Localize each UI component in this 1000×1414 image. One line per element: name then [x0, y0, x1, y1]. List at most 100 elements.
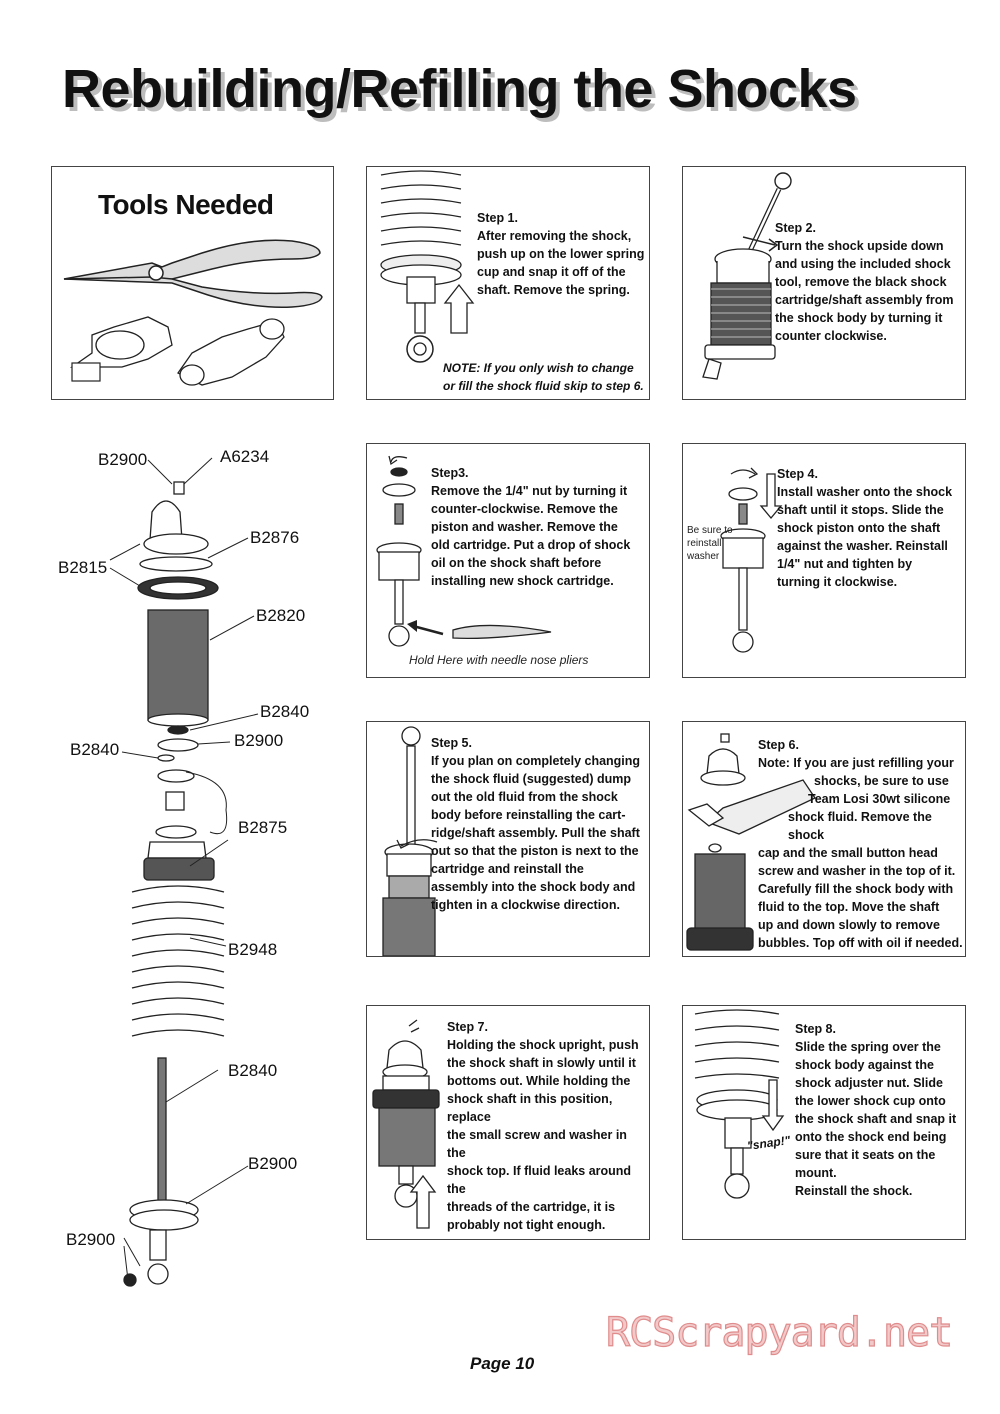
- step-1-panel: Step 1. After removing the shock, push u…: [366, 166, 650, 400]
- step-line: and using the included shock: [775, 257, 951, 271]
- step-5-panel: Step 5. If you plan on completely changi…: [366, 721, 650, 957]
- step-5-heading: Step 5.: [431, 736, 472, 750]
- step-line: cartridge and reinstall the: [431, 862, 584, 876]
- needle-nose-pliers-illustration: [63, 239, 323, 386]
- step-line: shock piston onto the shaft: [777, 521, 941, 535]
- step-line: ridge/shaft assembly. Pull the shaft: [431, 826, 640, 840]
- step-line: against the washer. Reinstall: [777, 539, 948, 553]
- step-line: turning it clockwise.: [777, 575, 898, 589]
- step-line: If you plan on completely changing: [431, 754, 641, 768]
- step-line: shaft until it stops. Slide the: [777, 503, 944, 517]
- step-8-text: Step 8. Slide the spring over the shock …: [795, 1020, 956, 1200]
- step-4-heading: Step 4.: [777, 467, 818, 481]
- step-line: shock top. If fluid leaks around the: [447, 1164, 632, 1196]
- step-line: the shock shaft and snap it: [795, 1112, 957, 1126]
- note-line: or fill the shock fluid skip to step 6.: [443, 379, 644, 393]
- step-line: the small screw and washer in the: [447, 1128, 627, 1160]
- part-label: B2840: [70, 740, 120, 759]
- step-line: probably not tight enough.: [447, 1218, 606, 1232]
- step-8-illustration: [694, 1009, 785, 1199]
- step-line: sure that it seats on the: [795, 1148, 936, 1162]
- side-note-line: Be sure to: [687, 525, 733, 536]
- step-3-panel: Step3. Remove the 1/4" nut by turning it…: [366, 443, 650, 678]
- step-line: Note: If you are just refilling your: [758, 756, 954, 770]
- step-line: the shock body by turning it: [775, 311, 943, 325]
- step-4-text: Step 4. Install washer onto the shock sh…: [777, 465, 952, 591]
- step-line: Reinstall the shock.: [795, 1184, 913, 1198]
- step-6-heading: Step 6.: [758, 738, 799, 752]
- step-1-text: Step 1. After removing the shock, push u…: [477, 209, 644, 299]
- step-7-text: Step 7. Holding the shock upright, push …: [447, 1018, 649, 1234]
- step-line: 1/4" nut and tighten by: [777, 557, 913, 571]
- step-line: up and down slowly to remove: [758, 918, 940, 932]
- part-label: B2900: [98, 450, 148, 469]
- step-2-illustration: [702, 172, 792, 380]
- step-line: shock fluid. Remove the shock: [788, 810, 932, 842]
- part-label: B2840: [260, 702, 310, 721]
- step-line: bottoms out. While holding the: [447, 1074, 631, 1088]
- step-line: counter clockwise.: [775, 329, 887, 343]
- step-line: mount.: [795, 1166, 837, 1180]
- step-5-text: Step 5. If you plan on completely changi…: [431, 734, 640, 914]
- shock-exploded-diagram: [109, 457, 259, 1287]
- tools-needed-title: Tools Needed: [98, 189, 274, 220]
- step-line: Holding the shock upright, push: [447, 1038, 639, 1052]
- page-title: Rebuilding/Refilling the Shocks: [62, 59, 857, 119]
- step-line: Turn the shock upside down: [775, 239, 944, 253]
- step-line: Install washer onto the shock: [777, 485, 953, 499]
- step-1-illustration: [380, 170, 475, 363]
- step-7-heading: Step 7.: [447, 1020, 488, 1034]
- step-line: out so that the piston is next to the: [431, 844, 639, 858]
- step-3-heading: Step3.: [431, 466, 469, 480]
- part-label: B2820: [256, 606, 306, 625]
- step-6-text: Step 6. Note: If you are just refilling …: [758, 736, 965, 952]
- step-line: Slide the spring over the: [795, 1040, 941, 1054]
- step-8-heading: Step 8.: [795, 1022, 836, 1036]
- part-label: B2815: [58, 558, 108, 577]
- step-2-text: Step 2. Turn the shock upside down and u…: [775, 219, 954, 345]
- step-2-heading: Step 2.: [775, 221, 816, 235]
- step-4-illustration: [720, 467, 783, 653]
- step-line: the lower shock cup onto: [795, 1094, 946, 1108]
- step-6-illustration: [686, 733, 816, 951]
- step-4-side-note: Be sure to reinstall washer: [687, 524, 733, 563]
- step-line: oil on the shock shaft before: [431, 556, 602, 570]
- step-line: out the old fluid from the shock: [431, 790, 618, 804]
- step-line: assembly into the shock body and: [431, 880, 636, 894]
- step-line: the shock fluid (suggested) dump: [431, 772, 632, 786]
- page-number: Page 10: [470, 1354, 535, 1373]
- side-note-line: reinstall: [687, 538, 722, 549]
- step-line: piston and washer. Remove the: [431, 520, 618, 534]
- step-3-caption: Hold Here with needle nose pliers: [409, 653, 589, 667]
- step-line: shock shaft in this position, replace: [447, 1092, 613, 1124]
- step-line: screw and washer in the top of it.: [758, 864, 956, 878]
- part-label: B2876: [250, 528, 300, 547]
- part-label: B2875: [238, 818, 288, 837]
- step-1-heading: Step 1.: [477, 211, 518, 225]
- step-3-illustration: [376, 455, 552, 647]
- side-note-line: washer: [687, 551, 720, 562]
- step-4-panel: Be sure to reinstall washer Step 4. Inst…: [682, 443, 966, 678]
- note-line: NOTE: If you only wish to change: [443, 361, 634, 375]
- step-3-text: Step3. Remove the 1/4" nut by turning it…: [431, 464, 630, 590]
- step-line: threads of the cartridge, it is: [447, 1200, 616, 1214]
- step-7-panel: Step 7. Holding the shock upright, push …: [366, 1005, 650, 1240]
- step-7-illustration: [372, 1019, 440, 1229]
- step-line: Remove the 1/4" nut by turning it: [431, 484, 628, 498]
- step-line: After removing the shock,: [477, 229, 632, 243]
- step-line: shaft. Remove the spring.: [477, 283, 630, 297]
- step-line: onto the shock end being: [795, 1130, 947, 1144]
- step-line: old cartridge. Put a drop of shock: [431, 538, 631, 552]
- step-line: push up on the lower spring: [477, 247, 645, 261]
- step-5-illustration: [382, 726, 438, 956]
- step-line: the shock shaft in slowly until it: [447, 1056, 636, 1070]
- step-line: tighten in a clockwise direction.: [431, 898, 620, 912]
- step-line: counter-clockwise. Remove the: [431, 502, 618, 516]
- part-label: B2900: [248, 1154, 298, 1173]
- part-label: B2948: [228, 940, 278, 959]
- step-8-panel: "snap!" Step 8. Slide the spring over th…: [682, 1005, 966, 1240]
- part-label: B2900: [234, 731, 284, 750]
- step-line: cartridge/shaft assembly from: [775, 293, 954, 307]
- step-line: fluid to the top. Move the shaft: [758, 900, 940, 914]
- step-line: body before reinstalling the cart-: [431, 808, 626, 822]
